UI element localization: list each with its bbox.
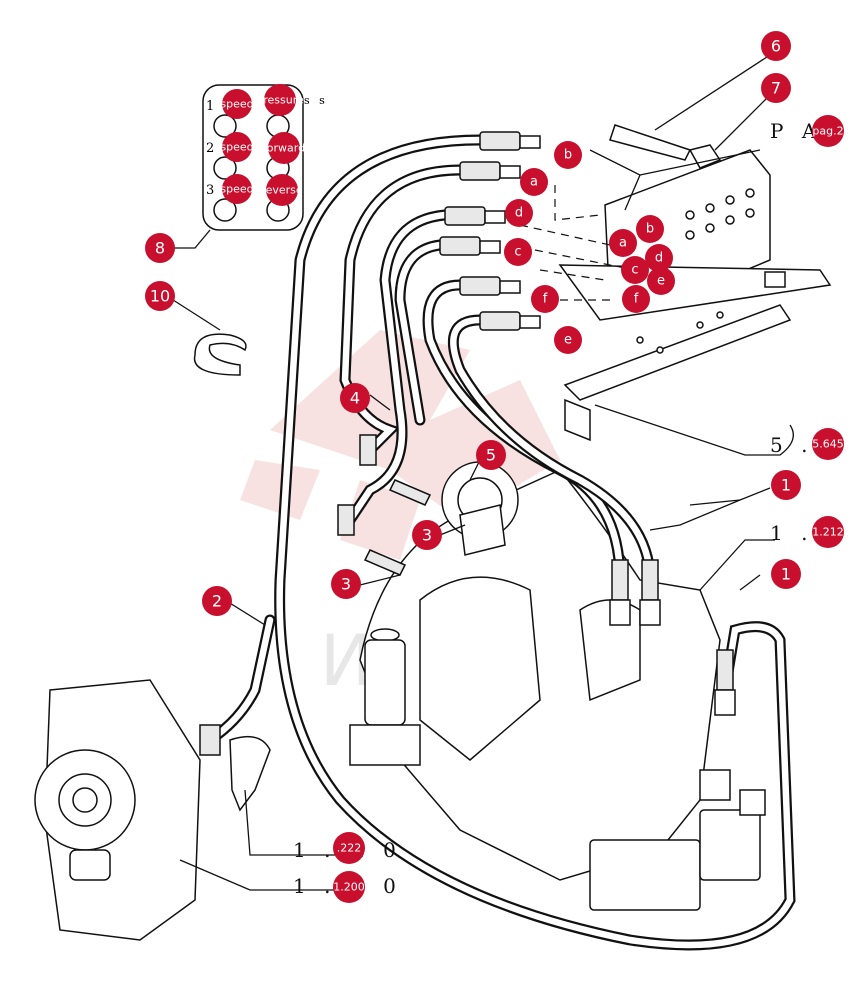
svg-text:b: b <box>646 222 654 237</box>
badge-plate-e[interactable]: e <box>647 267 675 295</box>
badge-plate-d[interactable]: d <box>645 244 673 272</box>
badge-conn-c[interactable]: c <box>504 238 532 266</box>
badge-ref-pag[interactable]: pag.2 <box>812 115 844 147</box>
badge-legend-pressure[interactable]: pressure <box>256 84 304 116</box>
badge-legend-reverse[interactable]: reverse <box>261 174 303 206</box>
svg-text:1.212: 1.212 <box>812 526 844 539</box>
badge-2[interactable]: 2 <box>202 586 232 616</box>
badge-legend-speed-1[interactable]: speed <box>220 89 254 119</box>
svg-text:4: 4 <box>350 389 360 408</box>
badge-plate-c[interactable]: c <box>621 256 649 284</box>
leader-lines <box>160 54 794 891</box>
badge-ref-1200[interactable]: 1.200 <box>333 871 365 903</box>
svg-text:.222: .222 <box>337 842 362 855</box>
badge-3-upper[interactable]: 3 <box>412 520 442 550</box>
badge-conn-f[interactable]: f <box>531 285 559 313</box>
svg-text:f: f <box>543 292 548 307</box>
svg-text:speed: speed <box>220 141 253 154</box>
svg-text:d: d <box>515 206 523 221</box>
badge-conn-d[interactable]: d <box>505 199 533 227</box>
svg-text:5.645: 5.645 <box>812 438 844 451</box>
svg-text:e: e <box>657 274 665 289</box>
ref-1222-prefix: 1 . <box>293 838 336 862</box>
hose-clip <box>193 333 247 376</box>
svg-text:speed: speed <box>220 98 253 111</box>
svg-text:f: f <box>634 292 639 307</box>
badge-6[interactable]: 6 <box>761 31 791 61</box>
svg-text:3: 3 <box>422 526 432 545</box>
svg-text:1.200: 1.200 <box>333 881 365 894</box>
badge-ref-1222[interactable]: .222 <box>333 832 365 864</box>
legend-row1-num: 1 <box>206 99 214 114</box>
svg-text:e: e <box>564 333 572 348</box>
svg-text:forward: forward <box>263 142 305 155</box>
svg-text:1: 1 <box>781 476 791 495</box>
svg-text:a: a <box>530 175 538 190</box>
ref-1200-prefix: 1 . <box>293 874 336 898</box>
badge-4[interactable]: 4 <box>340 383 370 413</box>
badge-plate-a[interactable]: a <box>609 229 637 257</box>
badge-legend-speed-3[interactable]: speed <box>220 174 254 204</box>
callout-badges: 6 7 8 10 4 5 3 3 2 1 1 b a d c f e b a d… <box>145 31 844 903</box>
ref-pag-prefix: P A <box>770 119 822 143</box>
svg-text:5: 5 <box>486 446 496 465</box>
legend-right-suffix: s s <box>304 94 328 107</box>
svg-text:8: 8 <box>155 239 165 258</box>
legend-row2-num: 2 <box>206 141 214 156</box>
svg-text:7: 7 <box>771 79 781 98</box>
badge-5[interactable]: 5 <box>476 440 506 470</box>
gearbox-housing <box>34 679 201 941</box>
svg-text:pressure: pressure <box>256 94 304 107</box>
svg-text:reverse: reverse <box>261 184 303 197</box>
badge-legend-speed-2[interactable]: speed <box>220 132 254 162</box>
svg-text:c: c <box>514 245 521 260</box>
badge-plate-b[interactable]: b <box>636 215 664 243</box>
badge-ref-5645[interactable]: 5.645 <box>812 428 844 460</box>
badge-8[interactable]: 8 <box>145 233 175 263</box>
badge-plate-f[interactable]: f <box>622 285 650 313</box>
svg-text:pag.2: pag.2 <box>812 125 843 138</box>
ref-5-prefix: 5 . <box>770 433 813 457</box>
svg-text:6: 6 <box>771 37 781 56</box>
badge-3-lower[interactable]: 3 <box>331 569 361 599</box>
ref-1212-prefix: 1 . <box>770 521 813 545</box>
badge-conn-b[interactable]: b <box>554 141 582 169</box>
svg-text:1: 1 <box>781 565 791 584</box>
plate-holes <box>636 188 755 354</box>
svg-text:c: c <box>631 263 638 278</box>
badge-conn-e[interactable]: e <box>554 326 582 354</box>
badge-ref-1212[interactable]: 1.212 <box>812 516 844 548</box>
svg-text:2: 2 <box>212 592 222 611</box>
svg-text:d: d <box>655 251 663 266</box>
svg-text:a: a <box>619 236 627 251</box>
badge-10[interactable]: 10 <box>145 281 175 311</box>
sensor-parts <box>229 124 722 812</box>
badge-conn-a[interactable]: a <box>520 168 548 196</box>
badge-1-right[interactable]: 1 <box>771 559 801 589</box>
svg-text:3: 3 <box>341 575 351 594</box>
dashed-connections <box>519 185 626 301</box>
oil-filter <box>349 628 421 766</box>
badge-legend-forward[interactable]: forward <box>263 132 305 164</box>
svg-text:10: 10 <box>150 287 170 306</box>
badge-1-top[interactable]: 1 <box>771 470 801 500</box>
hydraulic-hoses <box>204 134 796 951</box>
badge-7[interactable]: 7 <box>761 73 791 103</box>
svg-text:b: b <box>564 148 572 163</box>
legend-plate-holes <box>213 114 290 222</box>
mounting-bracket <box>558 149 832 442</box>
legend-row3-num: 3 <box>206 183 214 198</box>
hose-fittings <box>199 131 736 756</box>
svg-text:speed: speed <box>220 183 253 196</box>
